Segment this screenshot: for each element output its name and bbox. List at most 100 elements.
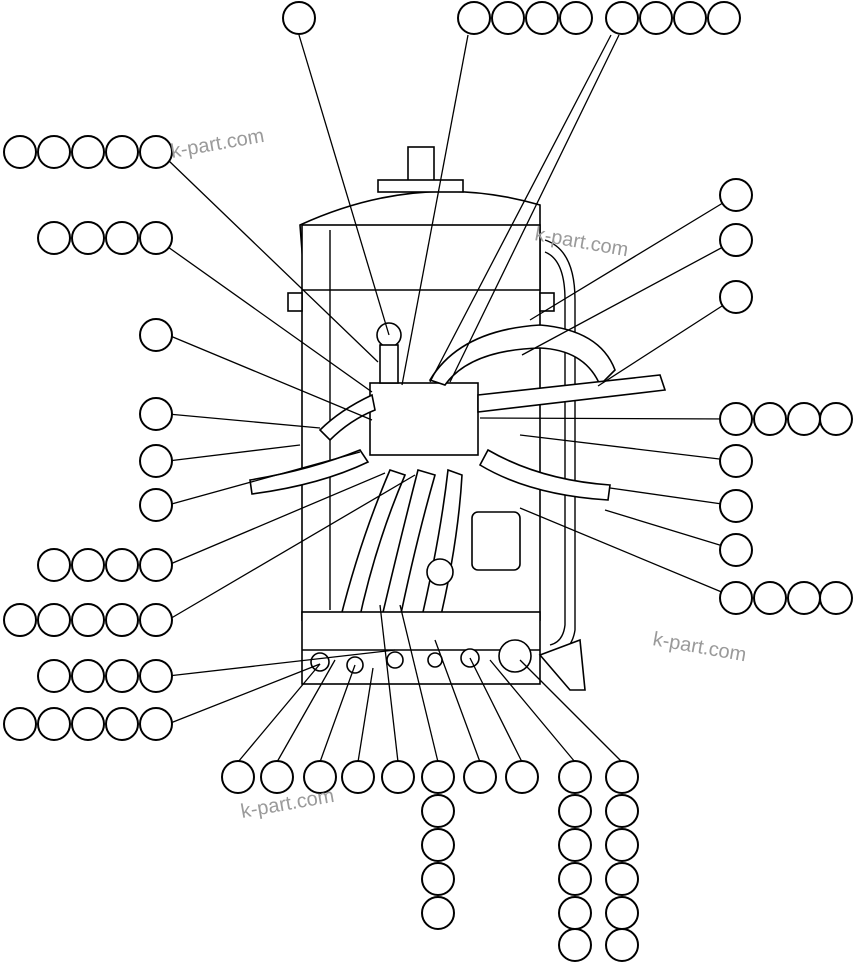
callout-circle[interactable] xyxy=(71,659,105,693)
leader-line xyxy=(237,663,321,763)
callout-circle[interactable] xyxy=(105,707,139,741)
mount-bracket xyxy=(538,638,586,691)
callout-circle[interactable] xyxy=(558,862,592,896)
callout-circle[interactable] xyxy=(639,1,673,35)
callout-circle[interactable] xyxy=(719,489,753,523)
leader-line xyxy=(167,246,373,393)
callout-circle[interactable] xyxy=(71,221,105,255)
callout-circle[interactable] xyxy=(559,1,593,35)
hose xyxy=(477,374,667,413)
callout-circle[interactable] xyxy=(139,488,173,522)
callout-circle[interactable] xyxy=(71,603,105,637)
callout-circle[interactable] xyxy=(673,1,707,35)
callout-circle[interactable] xyxy=(605,794,639,828)
callout-circle[interactable] xyxy=(139,444,173,478)
leader-line xyxy=(167,413,321,429)
callout-circle[interactable] xyxy=(421,828,455,862)
callout-circle[interactable] xyxy=(37,221,71,255)
callout-circle[interactable] xyxy=(525,1,559,35)
callout-circle[interactable] xyxy=(105,221,139,255)
callout-circle[interactable] xyxy=(71,548,105,582)
callout-circle[interactable] xyxy=(719,402,753,436)
filter-housing xyxy=(471,511,521,571)
side-bracket-right xyxy=(539,292,555,312)
callout-circle[interactable] xyxy=(381,760,415,794)
callout-circle[interactable] xyxy=(3,135,37,169)
callout-circle[interactable] xyxy=(105,135,139,169)
callout-circle[interactable] xyxy=(753,581,787,615)
leader-line xyxy=(167,474,416,621)
callout-circle[interactable] xyxy=(819,581,853,615)
callout-circle[interactable] xyxy=(71,707,105,741)
callout-circle[interactable] xyxy=(719,533,753,567)
callout-circle[interactable] xyxy=(105,659,139,693)
callout-circle[interactable] xyxy=(558,794,592,828)
callout-group xyxy=(3,1,853,962)
port xyxy=(310,652,330,672)
callout-circle[interactable] xyxy=(421,896,455,930)
callout-circle[interactable] xyxy=(221,760,255,794)
hose xyxy=(478,448,611,501)
callout-circle[interactable] xyxy=(787,581,821,615)
callout-circle[interactable] xyxy=(105,548,139,582)
pulley xyxy=(426,558,454,586)
callout-circle[interactable] xyxy=(421,794,455,828)
callout-circle[interactable] xyxy=(139,548,173,582)
callout-circle[interactable] xyxy=(139,221,173,255)
callout-circle[interactable] xyxy=(37,659,71,693)
callout-circle[interactable] xyxy=(282,1,316,35)
callout-circle[interactable] xyxy=(37,548,71,582)
watermark-text: k-part.com xyxy=(651,628,748,666)
callout-circle[interactable] xyxy=(719,178,753,212)
callout-circle[interactable] xyxy=(707,1,741,35)
callout-circle[interactable] xyxy=(558,828,592,862)
callout-circle[interactable] xyxy=(37,135,71,169)
callout-circle[interactable] xyxy=(605,1,639,35)
callout-circle[interactable] xyxy=(558,928,592,962)
callout-circle[interactable] xyxy=(139,397,173,431)
callout-circle[interactable] xyxy=(605,896,639,930)
callout-circle[interactable] xyxy=(605,828,639,862)
callout-circle[interactable] xyxy=(457,1,491,35)
callout-circle[interactable] xyxy=(303,760,337,794)
callout-circle[interactable] xyxy=(139,603,173,637)
callout-circle[interactable] xyxy=(787,402,821,436)
callout-circle[interactable] xyxy=(260,760,294,794)
leader-line xyxy=(519,659,623,763)
callout-circle[interactable] xyxy=(341,760,375,794)
port xyxy=(498,639,532,673)
callout-circle[interactable] xyxy=(37,603,71,637)
leader-line xyxy=(429,34,612,383)
callout-circle[interactable] xyxy=(819,402,853,436)
callout-circle[interactable] xyxy=(139,659,173,693)
callout-circle[interactable] xyxy=(605,760,639,794)
callout-circle[interactable] xyxy=(719,223,753,257)
callout-circle[interactable] xyxy=(558,896,592,930)
callout-circle[interactable] xyxy=(719,280,753,314)
hose xyxy=(318,393,376,442)
callout-circle[interactable] xyxy=(71,135,105,169)
callout-circle[interactable] xyxy=(753,402,787,436)
callout-circle[interactable] xyxy=(105,603,139,637)
callout-circle[interactable] xyxy=(558,760,592,794)
callout-circle[interactable] xyxy=(421,862,455,896)
callout-circle[interactable] xyxy=(139,318,173,352)
callout-circle[interactable] xyxy=(491,1,525,35)
leader-line xyxy=(604,509,737,551)
leader-line xyxy=(479,417,737,420)
callout-circle[interactable] xyxy=(605,862,639,896)
callout-circle[interactable] xyxy=(505,760,539,794)
callout-circle[interactable] xyxy=(719,581,753,615)
callout-circle[interactable] xyxy=(421,760,455,794)
callout-circle[interactable] xyxy=(463,760,497,794)
tank-cap xyxy=(407,146,435,184)
callout-circle[interactable] xyxy=(605,928,639,962)
leader-line xyxy=(276,659,336,763)
callout-circle[interactable] xyxy=(719,444,753,478)
callout-circle[interactable] xyxy=(3,707,37,741)
callout-circle[interactable] xyxy=(139,135,173,169)
callout-circle[interactable] xyxy=(139,707,173,741)
callout-circle[interactable] xyxy=(37,707,71,741)
callout-circle[interactable] xyxy=(3,603,37,637)
leader-line xyxy=(469,657,523,763)
